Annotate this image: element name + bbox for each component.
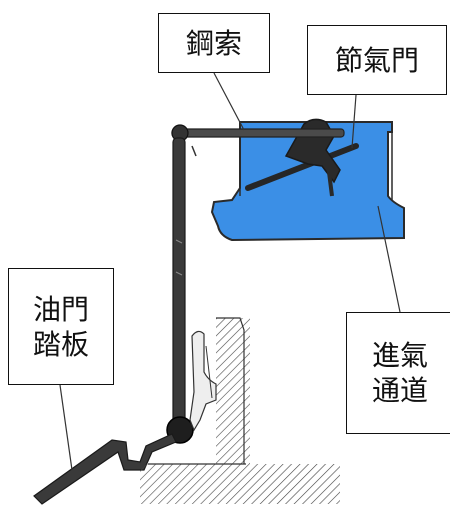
label-accelerator-pedal-line-2: 踏板 [32, 327, 89, 361]
leader-intake [377, 205, 401, 313]
rod-hook [191, 145, 197, 157]
pedal-lever [33, 433, 177, 505]
cable-rod [172, 137, 186, 429]
intake-passage-body [210, 121, 405, 242]
mount-line [205, 345, 213, 399]
leader-pedal [59, 384, 73, 471]
label-throttle-valve: 節氣門 [307, 25, 447, 95]
label-accelerator-pedal-line-1: 油門 [32, 292, 89, 326]
leader-cable [213, 72, 245, 131]
rod-mark-2 [175, 271, 183, 276]
throttle-plate [245, 143, 359, 191]
cable-arm [171, 128, 345, 138]
label-intake-passage-line-2: 通道 [371, 374, 428, 407]
firewall-mount [189, 330, 217, 432]
firewall-outline [216, 317, 245, 464]
firewall-hatch [216, 318, 250, 464]
label-cable-text: 鋼索 [185, 26, 242, 60]
rod-mark-1 [175, 239, 183, 244]
throttle-shaft [326, 163, 334, 197]
leader-throttle [351, 94, 357, 149]
label-cable: 鋼索 [158, 13, 270, 73]
label-intake-passage-line-1: 進氣 [371, 339, 428, 372]
floor-hatch [140, 464, 340, 504]
label-accelerator-pedal: 油門 踏板 [8, 268, 114, 385]
label-throttle-valve-text: 節氣門 [334, 43, 419, 77]
label-intake-passage: 進氣 通道 [346, 312, 450, 434]
